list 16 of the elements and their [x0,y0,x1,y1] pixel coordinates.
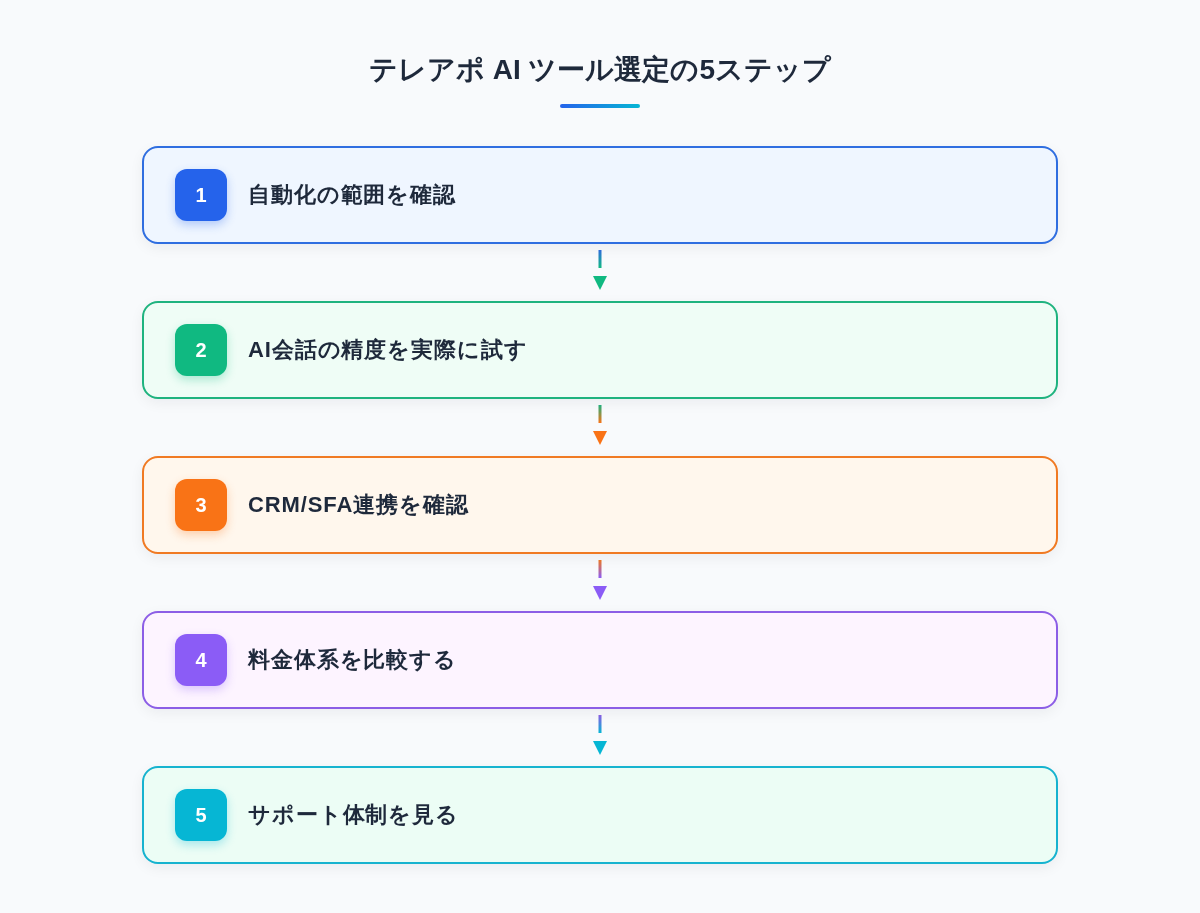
step-number-badge: 2 [175,324,227,376]
step-label: 自動化の範囲を確認 [248,181,456,209]
step-label: 料金体系を比較する [248,646,457,674]
step-box [142,301,1058,399]
step-box [142,456,1058,554]
step-label: AI会話の精度を実際に試す [248,336,528,364]
step-box [142,146,1058,244]
step-number-badge: 1 [175,169,227,221]
step-number-badge: 4 [175,634,227,686]
step-box [142,611,1058,709]
step-number-badge: 3 [175,479,227,531]
step-label: サポート体制を見る [248,801,459,829]
title: テレアポ AI ツール選定の5ステップ [368,53,832,87]
step-number-badge: 5 [175,789,227,841]
step-box [142,766,1058,864]
step-label: CRM/SFA連携を確認 [248,491,469,519]
